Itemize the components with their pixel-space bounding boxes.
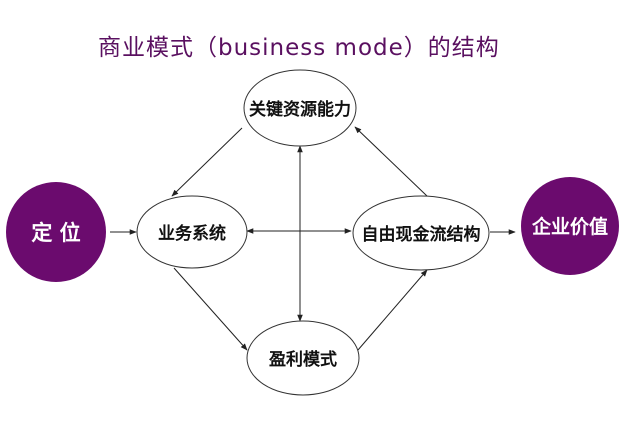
node-key-resources: 关键资源能力 [243,69,357,147]
node-enterprise-value-label: 企业价值 [531,215,608,238]
node-positioning: 定 位 [6,182,106,282]
arrow-profit-model-to-free-cash-flow [357,269,428,351]
diagram-title: 商业模式（business mode）的结构 [98,35,500,61]
node-free-cash-flow: 自由现金流结构 [352,195,490,271]
node-free-cash-flow-label: 自由现金流结构 [362,224,481,245]
node-business-system-label: 业务系统 [158,223,226,244]
arrow-key-resources-to-business-system [171,127,243,197]
node-profit-model-label: 盈利模式 [268,349,337,370]
node-business-system: 业务系统 [136,195,248,269]
node-enterprise-value: 企业价值 [521,177,619,275]
arrow-business-system-to-profit-model [173,267,248,351]
arrow-free-cash-flow-to-key-resources [354,126,428,197]
node-key-resources-label: 关键资源能力 [249,99,351,120]
node-profit-model: 盈利模式 [246,320,360,396]
node-positioning-label: 定 位 [31,220,80,245]
